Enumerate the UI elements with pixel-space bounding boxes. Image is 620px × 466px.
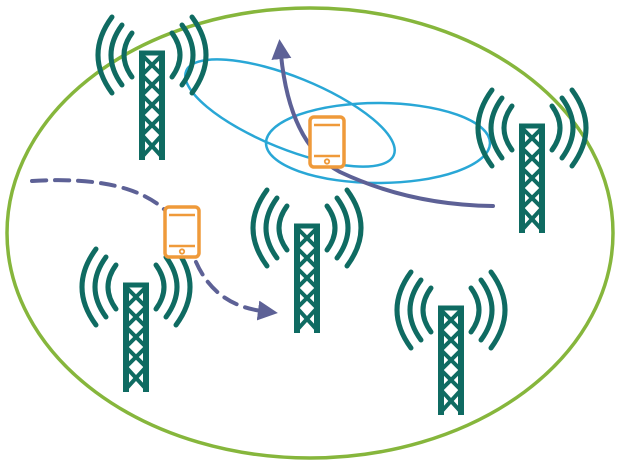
tower-bottom-right-icon bbox=[397, 272, 505, 415]
tower-bottom-left-icon bbox=[82, 249, 190, 392]
solid-movement-arrow bbox=[271, 39, 495, 208]
dashed-movement-arrow bbox=[30, 178, 262, 311]
phone-left-icon bbox=[163, 205, 201, 259]
phone-upper-icon bbox=[308, 115, 346, 169]
tower-center-icon bbox=[253, 190, 361, 333]
signal-ellipse-a bbox=[184, 58, 396, 168]
signal-ellipse-b bbox=[264, 101, 492, 185]
coverage-boundary bbox=[5, 6, 615, 460]
tower-top-right-icon bbox=[478, 90, 586, 233]
